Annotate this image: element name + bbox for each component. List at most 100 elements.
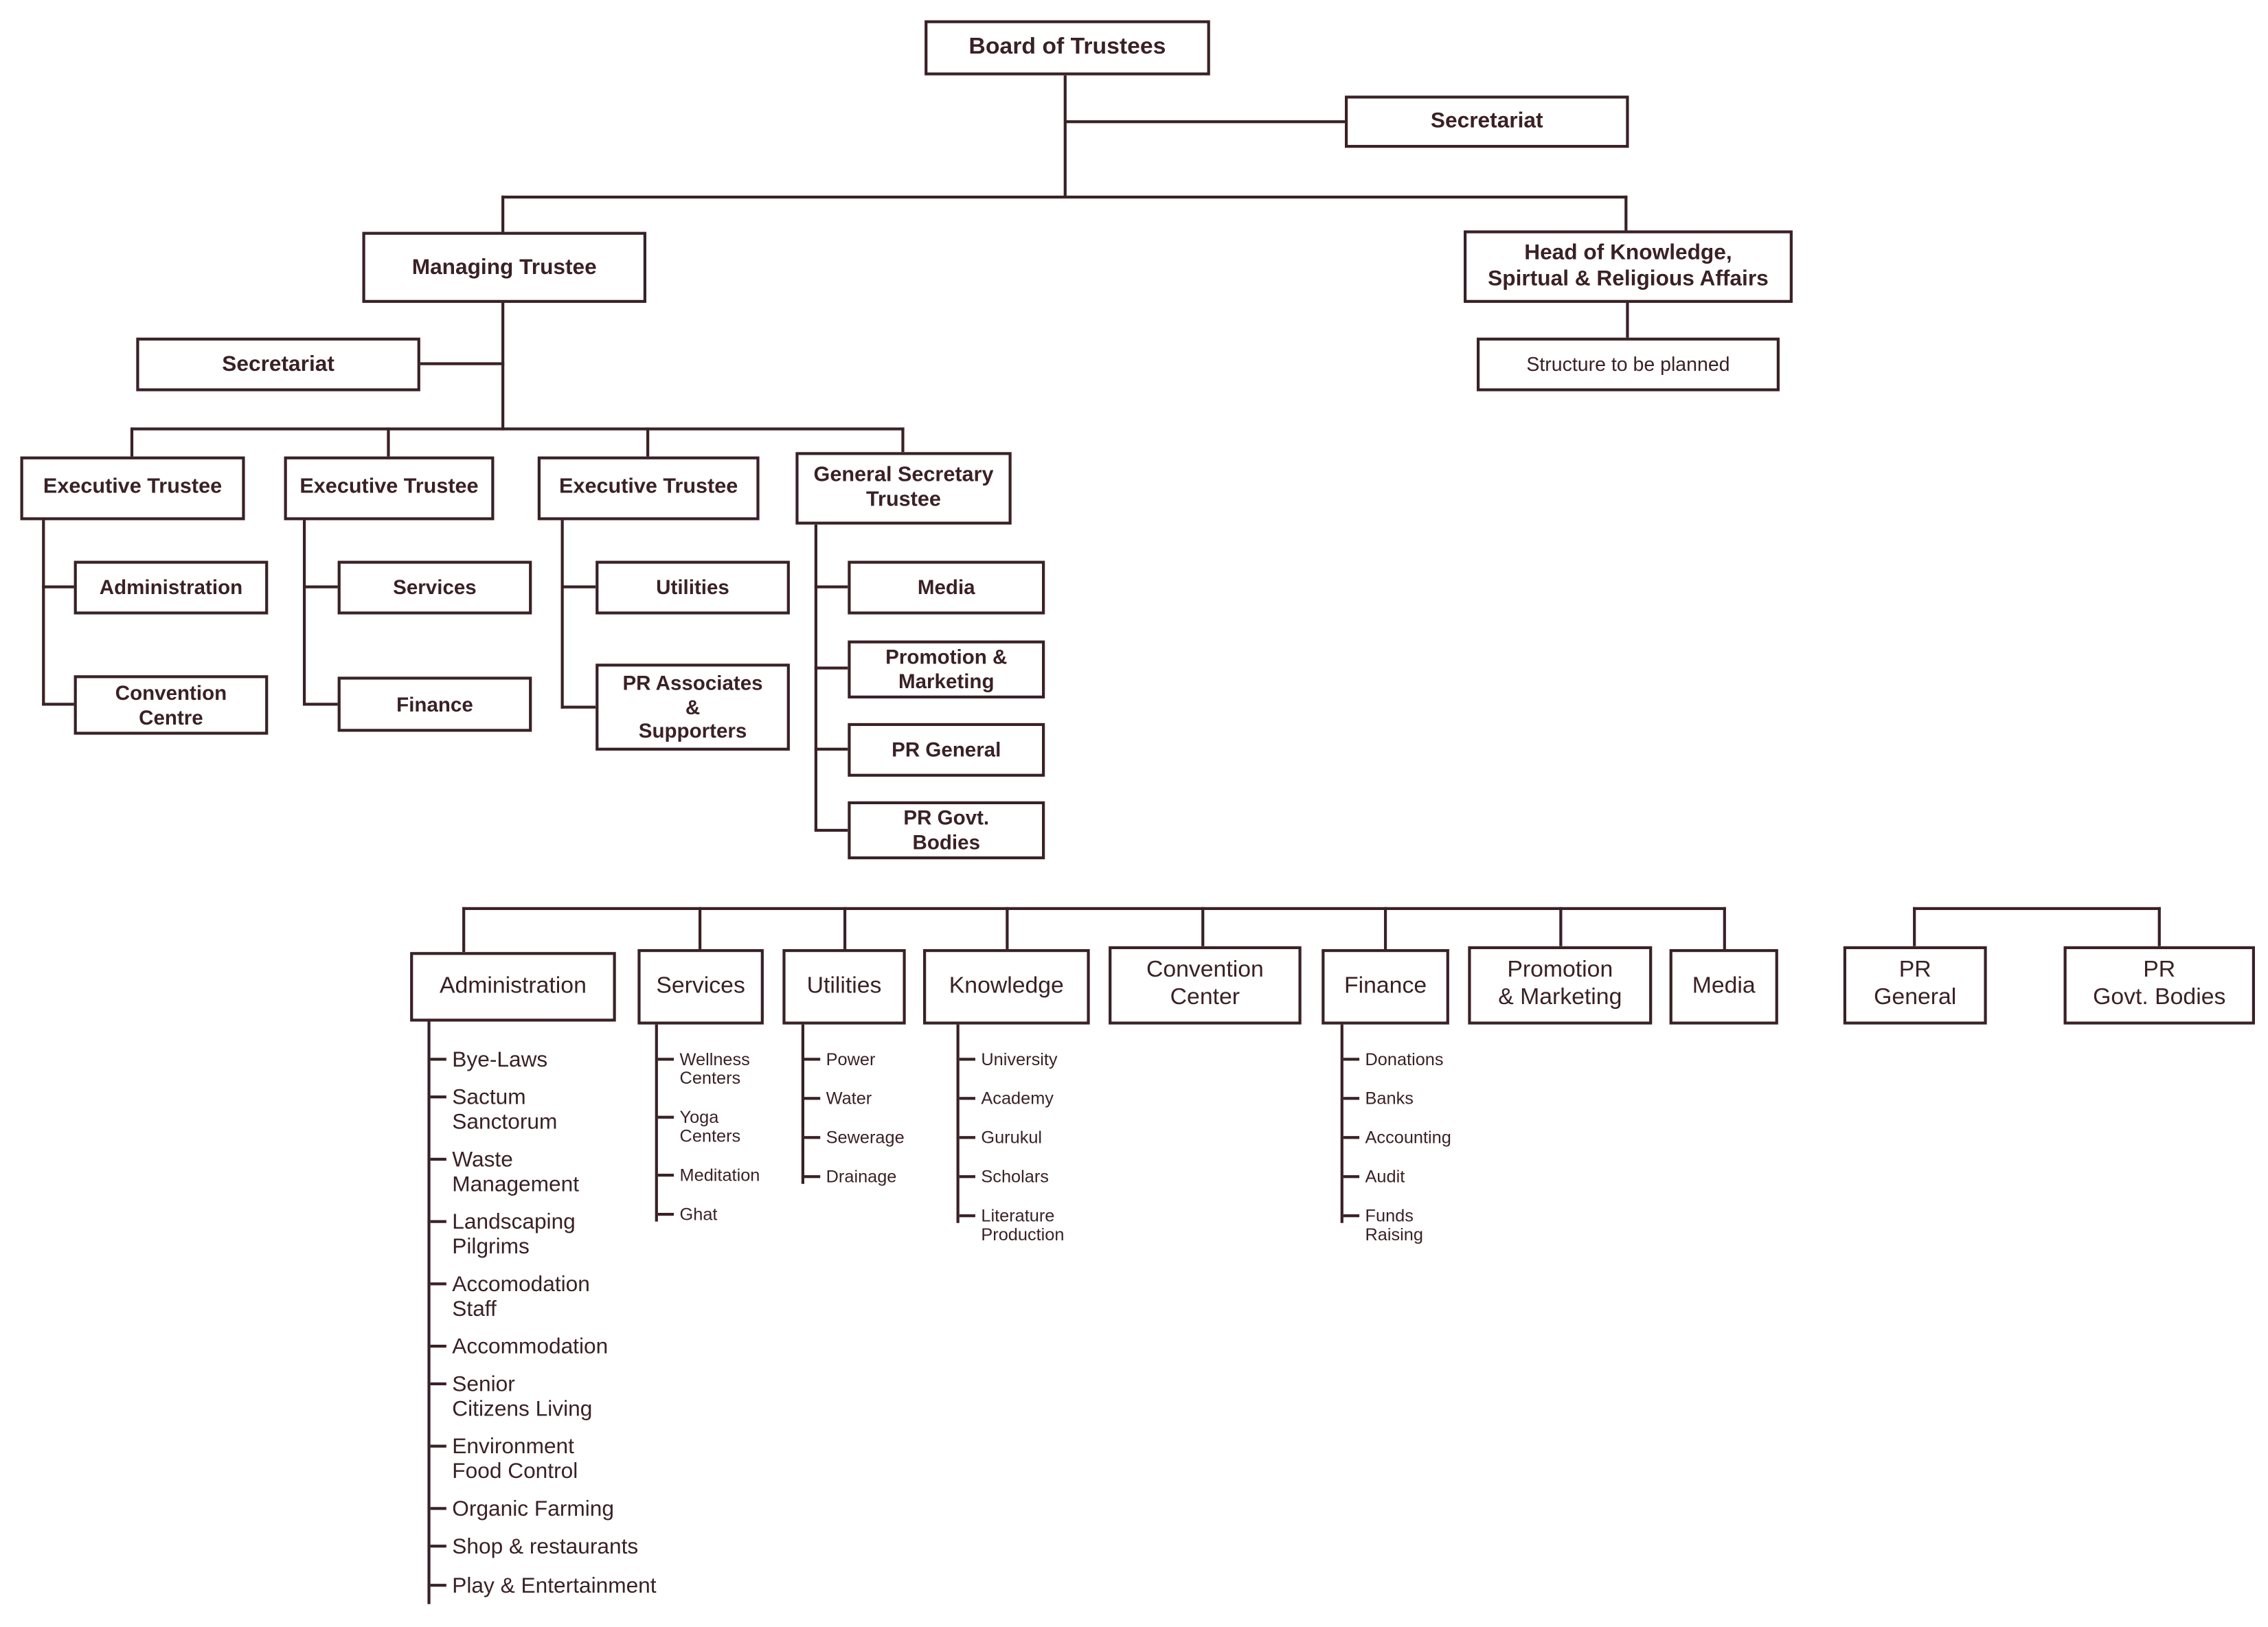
connector (646, 427, 650, 457)
connector (387, 427, 390, 457)
list-item: Gurukul (959, 1128, 1137, 1148)
connector (1559, 907, 1563, 946)
node-label: Head of Knowledge, Spirtual & Religious … (1488, 240, 1769, 292)
list-item: Waste Management (430, 1148, 710, 1197)
node-label: Utilities (806, 972, 882, 998)
node-label: Media (1692, 972, 1756, 998)
dept-media: Media (1669, 948, 1778, 1025)
connector (1063, 75, 1067, 197)
node-label: Executive Trustee (299, 475, 479, 499)
list-item: Scholars (959, 1168, 1137, 1187)
node-pr-general-sub: PR General (848, 723, 1045, 777)
connector (1065, 120, 1345, 124)
list-item: Organic Farming (430, 1497, 710, 1521)
list-item: Senior Citizens Living (430, 1372, 710, 1422)
node-label: Services (656, 972, 745, 998)
connector (843, 907, 847, 949)
connector (302, 520, 306, 706)
connector (814, 585, 848, 589)
list-item: Wellness Centers (657, 1050, 837, 1089)
list-item: Donations (1343, 1050, 1522, 1069)
list-item: Environment Food Control (430, 1435, 710, 1484)
connector (1913, 907, 1916, 946)
dept-knowledge: Knowledge (923, 948, 1090, 1025)
node-label: Secretariat (222, 351, 334, 376)
connector (42, 703, 74, 706)
list-item: Accounting (1343, 1128, 1522, 1148)
node-services-sub: Services (337, 560, 532, 615)
connector (462, 907, 466, 953)
node-label: PR Associates & Supporters (622, 671, 763, 742)
connector (302, 703, 338, 706)
node-administration-sub: Administration (73, 560, 269, 615)
list-item: Accomodation Staff (430, 1272, 710, 1321)
node-label: Media (917, 576, 975, 599)
list-item: University (959, 1050, 1137, 1069)
connector (462, 907, 1726, 911)
node-label: Secretariat (1430, 109, 1543, 134)
node-label: Services (393, 576, 477, 599)
connector (560, 585, 596, 589)
node-pr-govt-bodies-sub: PR Govt. Bodies (848, 801, 1045, 860)
node-general-secretary-trustee: General Secretary Trustee (795, 452, 1012, 525)
connector (42, 585, 74, 589)
list-item: Landscaping Pilgrims (430, 1210, 710, 1260)
connector (1006, 907, 1009, 949)
list-item: Shop & restaurants (430, 1534, 710, 1559)
node-board-of-trustees: Board of Trustees (925, 20, 1210, 76)
connector (560, 520, 564, 709)
connector (501, 195, 1628, 199)
connector (814, 524, 817, 830)
connector (901, 427, 905, 453)
node-label: Finance (1343, 972, 1427, 998)
connector (501, 195, 505, 232)
connector (2157, 907, 2161, 946)
list-item: Audit (1343, 1168, 1522, 1187)
connector (130, 427, 134, 457)
node-label: Promotion & Marketing (1498, 957, 1622, 1010)
dept-convention-center: Convention Center (1109, 946, 1302, 1025)
node-label: Convention Centre (115, 681, 227, 729)
node-managing-trustee: Managing Trustee (362, 231, 647, 303)
connector (1913, 907, 2161, 911)
dept-utilities: Utilities (782, 948, 906, 1025)
list-item: Academy (959, 1089, 1137, 1108)
list-item: Play & Entertainment (430, 1573, 710, 1598)
node-label: Managing Trustee (411, 254, 597, 280)
connector (1624, 195, 1628, 231)
list-item: Sewerage (804, 1128, 983, 1148)
list-item: Water (804, 1089, 983, 1108)
node-label: PR Govt. Bodies (2093, 957, 2226, 1010)
node-executive-trustee-1: Executive Trustee (20, 456, 245, 521)
dept-promotion-marketing: Promotion & Marketing (1468, 946, 1653, 1025)
node-finance-sub: Finance (337, 676, 532, 732)
node-label: Utilities (656, 576, 729, 599)
connector (42, 520, 45, 706)
dept-services: Services (637, 948, 764, 1025)
node-label: PR General (1874, 957, 1957, 1010)
node-label: Finance (396, 692, 473, 716)
dept-administration: Administration (410, 952, 616, 1022)
connector (1383, 907, 1387, 949)
node-convention-centre-sub: Convention Centre (73, 675, 269, 735)
node-executive-trustee-2: Executive Trustee (284, 456, 495, 521)
list-item: Yoga Centers (657, 1108, 837, 1146)
node-label: Board of Trustees (968, 34, 1166, 59)
node-secretariat-top: Secretariat (1344, 95, 1629, 148)
list-item: Funds Raising (1343, 1206, 1522, 1245)
node-label: Structure to be planned (1526, 352, 1730, 375)
node-label: Convention Center (1146, 957, 1264, 1010)
connector (1201, 907, 1205, 946)
dept-pr-general: PR General (1843, 946, 1987, 1025)
list-item: Literature Production (959, 1206, 1137, 1245)
connector (501, 302, 505, 431)
node-label: Knowledge (949, 972, 1064, 998)
node-label: Executive Trustee (43, 475, 223, 499)
connector (698, 907, 702, 949)
node-label: Administration (439, 972, 587, 998)
